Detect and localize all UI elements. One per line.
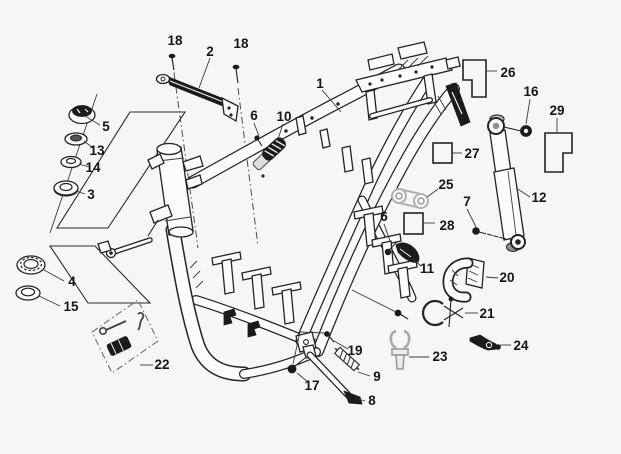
frame-assembly-part-1 (97, 41, 471, 382)
part-label-4: 4 (68, 274, 76, 289)
bearing-part-4 (16, 255, 46, 275)
tool-kit-part-22 (91, 299, 159, 374)
callout-box-29 (544, 132, 573, 173)
screw-part-18-left (168, 53, 176, 71)
cable-bolt (394, 309, 409, 320)
washer-part-13 (64, 132, 88, 146)
part-label-17: 17 (304, 378, 319, 393)
bolt-part-6-upper (254, 135, 263, 147)
part-label-10: 10 (276, 109, 291, 124)
callout-box-28 (403, 212, 424, 235)
part-label-8: 8 (368, 393, 376, 408)
washer-part-14 (60, 155, 82, 169)
steering-top-nut-part-5 (68, 105, 96, 125)
bearing-race-part-3 (53, 180, 79, 197)
part-label-28: 28 (439, 218, 455, 233)
shock-absorber-part-12 (487, 114, 526, 252)
screw-part-19 (324, 331, 335, 343)
dust-seal-part-15 (15, 285, 41, 301)
bolt-part-7 (472, 227, 507, 240)
bolt-part-17 (287, 357, 306, 374)
part-label-3: 3 (87, 187, 95, 202)
tube-clip-part-23 (389, 329, 411, 370)
part-label-19: 19 (347, 343, 362, 358)
elbow-duct-part-20 (442, 257, 485, 303)
leader-lines (38, 57, 558, 402)
part-label-15: 15 (63, 299, 79, 314)
spring-part-9 (333, 346, 361, 372)
screw-part-18-right (232, 64, 240, 84)
nut-part-16 (520, 125, 532, 137)
part-label-18-right: 18 (233, 36, 249, 51)
part-label-25: 25 (438, 177, 454, 192)
part-label-6-upper: 6 (250, 108, 258, 123)
link-plate-part-25 (391, 188, 429, 209)
part-label-29: 29 (549, 103, 564, 118)
lever-part-24 (469, 334, 501, 351)
footboard-mounts-left (211, 251, 302, 325)
part-label-9: 9 (373, 369, 381, 384)
part-label-12: 12 (531, 190, 546, 205)
part-label-5: 5 (102, 119, 110, 134)
part-label-24: 24 (513, 338, 529, 353)
part-label-26: 26 (500, 65, 516, 80)
part-label-23: 23 (432, 349, 448, 364)
callout-box-26 (462, 59, 487, 98)
part-label-21: 21 (479, 306, 495, 321)
part-label-11: 11 (420, 261, 435, 276)
part-number-labels: 1 2 3 4 5 6 6 7 8 9 10 11 12 13 14 15 16… (63, 33, 564, 408)
footboard-mounts-right (353, 205, 418, 299)
callout-box-27 (432, 142, 453, 164)
footrest-rubber-part-11 (395, 242, 420, 263)
brace-part-2 (155, 73, 239, 123)
side-stand-part-8 (302, 344, 363, 405)
part-label-18-left: 18 (167, 33, 183, 48)
part-label-6-lower: 6 (380, 209, 388, 224)
part-label-16: 16 (523, 84, 539, 99)
part-label-1: 1 (316, 76, 324, 91)
rear-seat-bracket (355, 41, 471, 127)
part-label-20: 20 (499, 270, 514, 285)
part-label-27: 27 (464, 146, 479, 161)
part-label-14: 14 (85, 160, 101, 175)
part-label-7: 7 (463, 194, 471, 209)
part-label-13: 13 (89, 143, 105, 158)
part-label-2: 2 (206, 44, 214, 59)
clamp-part-21 (421, 296, 464, 328)
part-label-22: 22 (154, 357, 169, 372)
bolt-part-6-lower (384, 241, 398, 256)
spring-part-10 (252, 137, 286, 178)
